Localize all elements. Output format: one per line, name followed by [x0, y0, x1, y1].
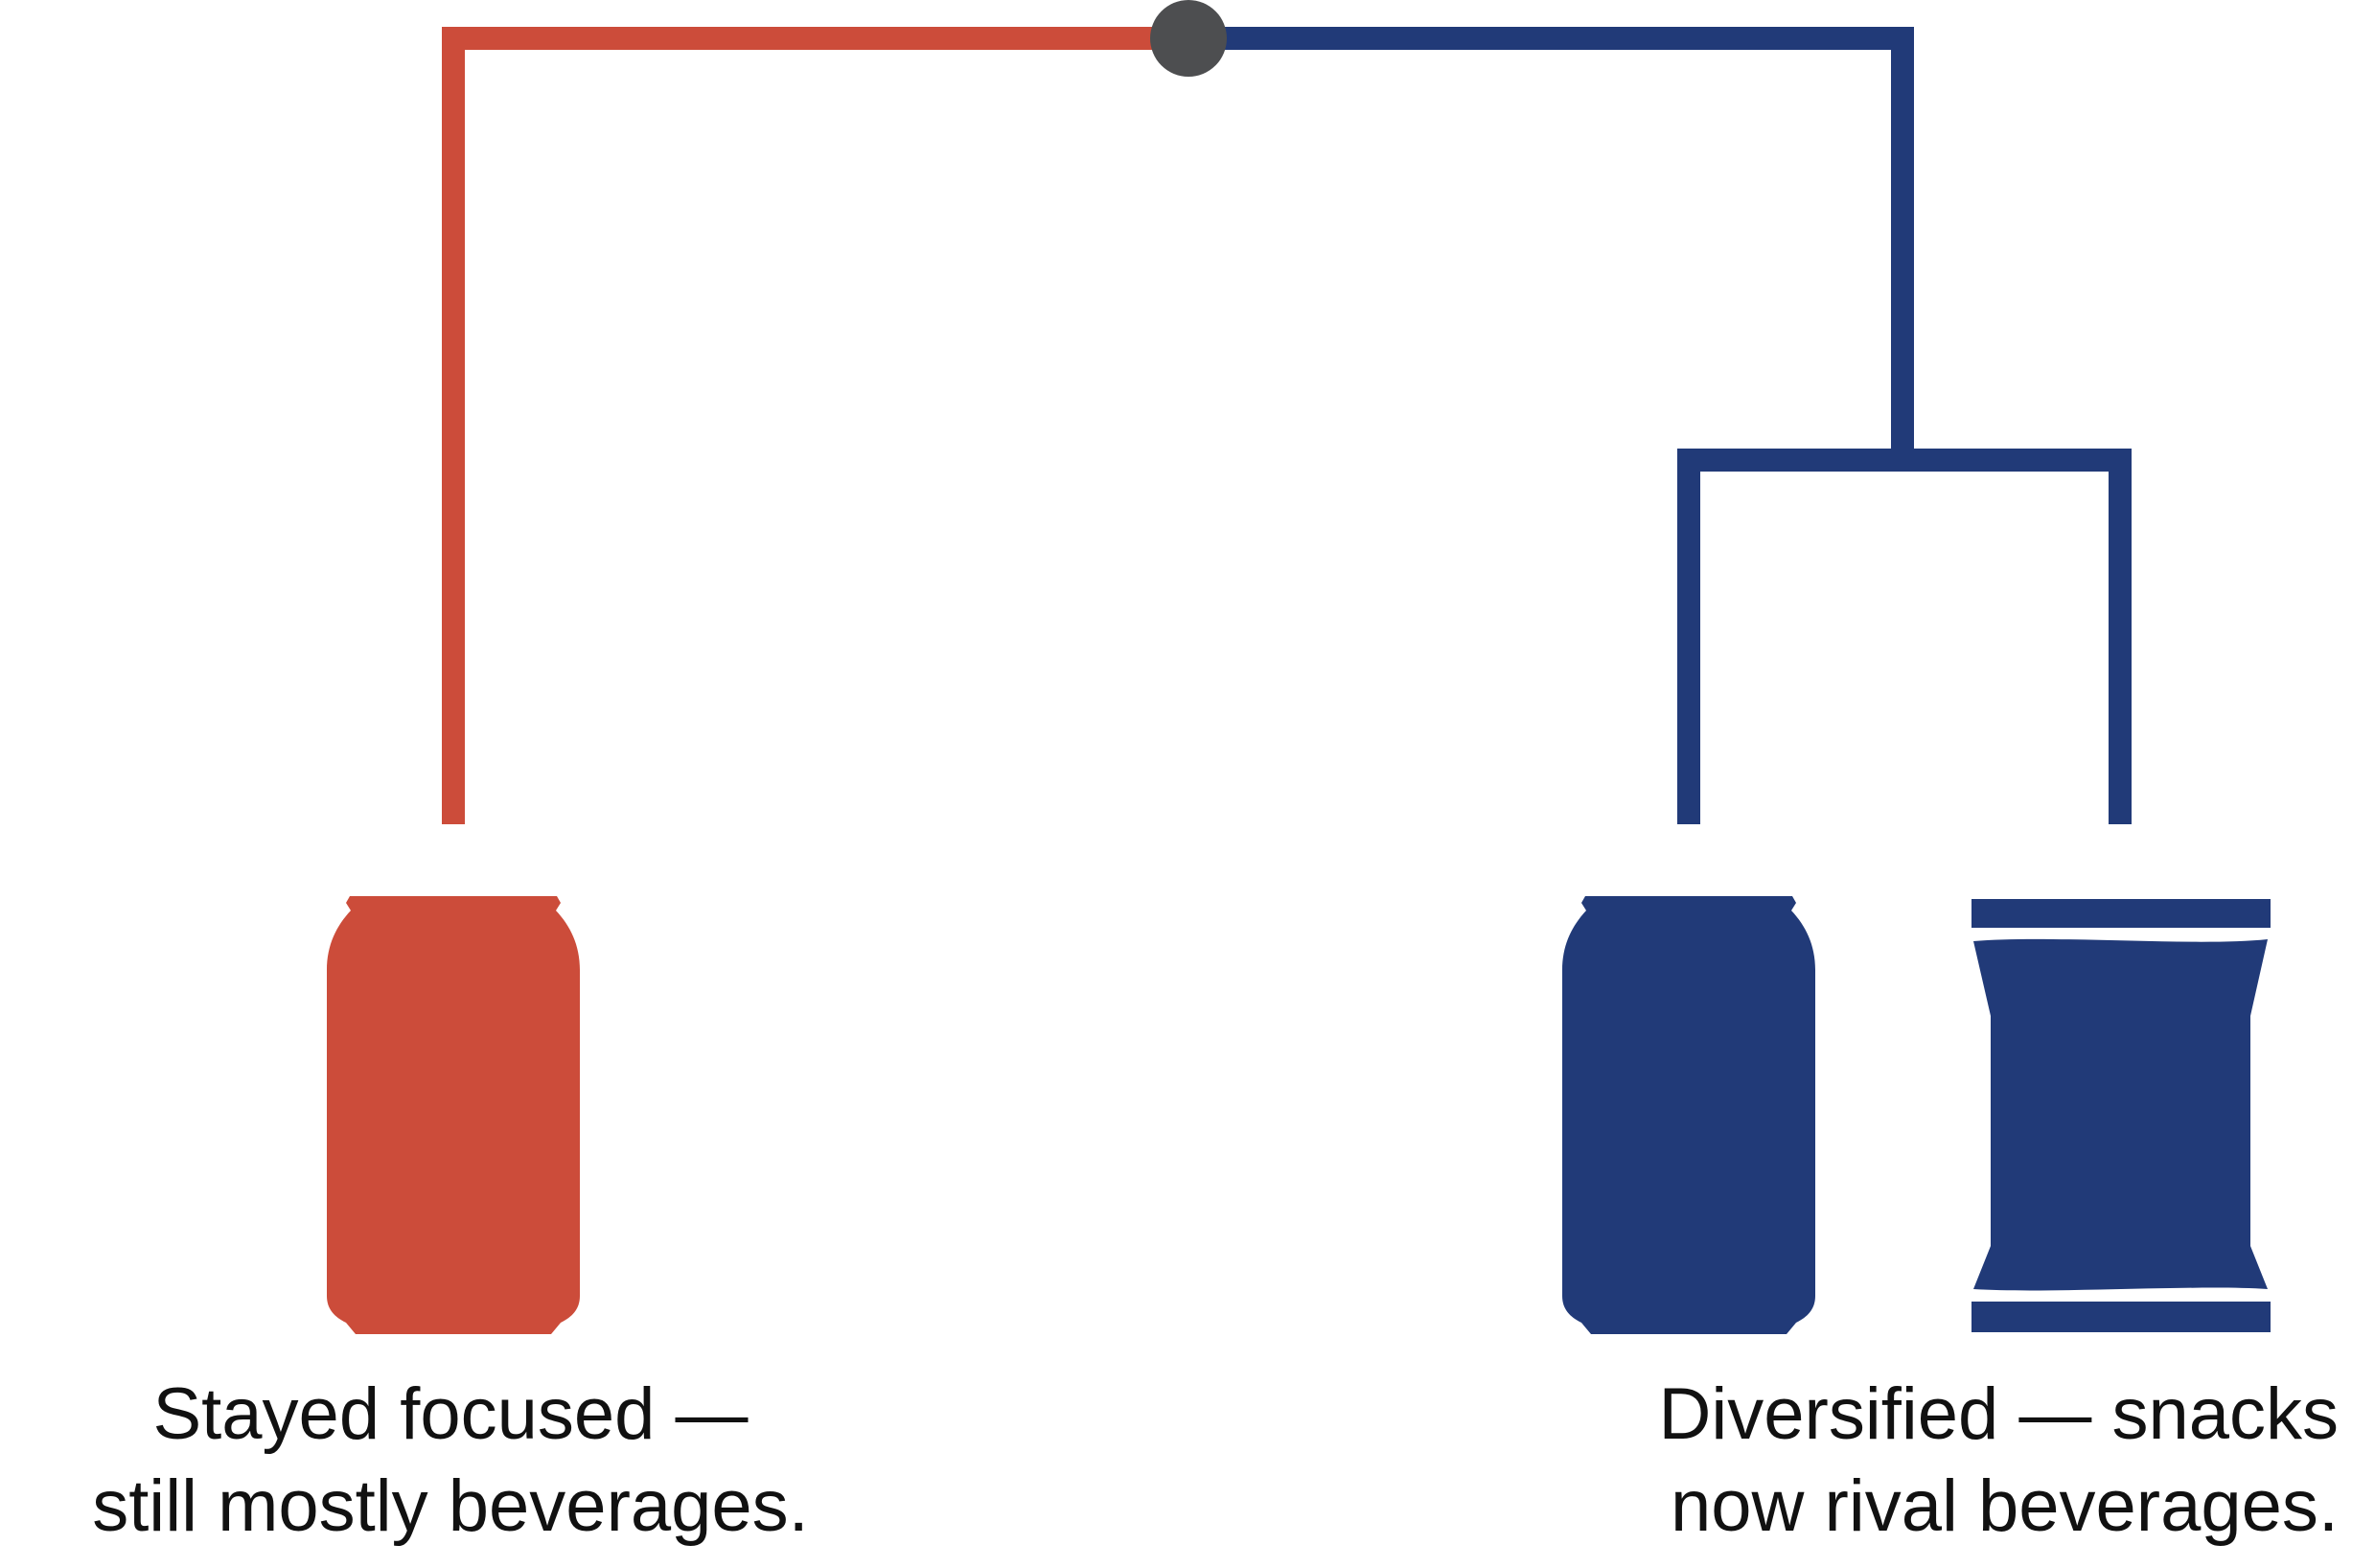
diversified-split-line — [1677, 449, 2132, 824]
diversified-caption-line-2: now rival beverages. — [1670, 1465, 2339, 1547]
focused-caption-line-1: Stayed focused — — [152, 1373, 749, 1455]
root-node — [1150, 0, 1227, 77]
focused-branch-line — [442, 27, 1188, 824]
diversified-caption: Diversified — snacks now rival beverages… — [1495, 1369, 2339, 1553]
snack-bag-icon — [1971, 899, 2271, 1332]
focused-caption: Stayed focused — still mostly beverages. — [0, 1369, 901, 1553]
focused-beverage-can-icon — [327, 896, 580, 1334]
diversified-branch-line — [1188, 27, 1914, 460]
diversified-beverage-can-icon — [1562, 896, 1815, 1334]
focused-caption-line-2: still mostly beverages. — [92, 1465, 809, 1547]
diversified-caption-line-1: Diversified — snacks — [1658, 1373, 2339, 1455]
